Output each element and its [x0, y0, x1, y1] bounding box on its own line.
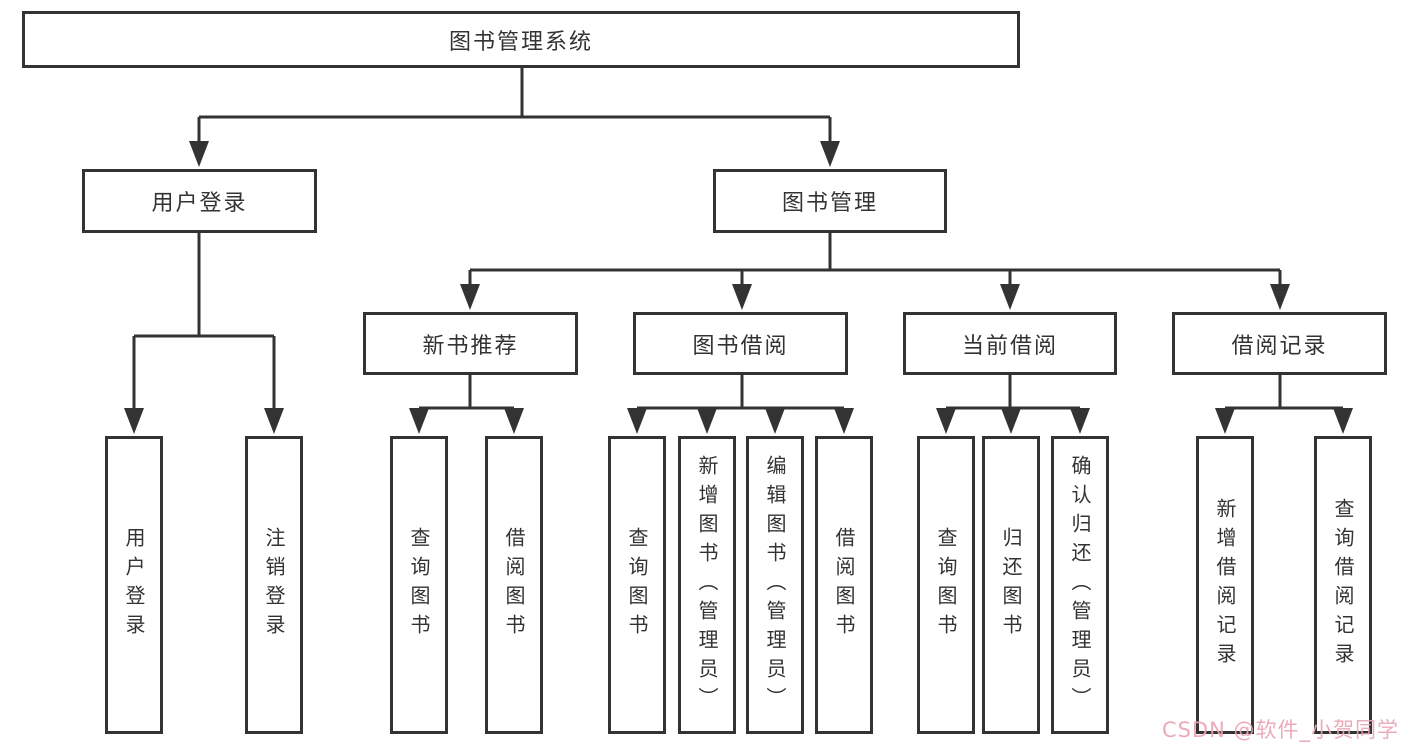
leaf-edit-books-admin: 编辑图书（管理员）: [746, 436, 804, 734]
leaf-query-books-recommend: 查询图书: [390, 436, 448, 734]
leaf-query-borrow-record: 查询借阅记录: [1314, 436, 1372, 734]
leaf-logout-login: 注销登录: [245, 436, 303, 734]
node-book-borrow: 图书借阅: [633, 312, 848, 375]
leaf-query-books-borrow: 查询图书: [608, 436, 666, 734]
node-current-borrow: 当前借阅: [903, 312, 1117, 375]
leaf-borrow-books: 借阅图书: [815, 436, 873, 734]
leaf-add-borrow-record: 新增借阅记录: [1196, 436, 1254, 734]
node-library-system: 图书管理系统: [22, 11, 1020, 68]
node-book-management: 图书管理: [713, 169, 947, 233]
leaf-user-login: 用户登录: [105, 436, 163, 734]
arrowheads: [124, 141, 1353, 434]
node-borrow-records: 借阅记录: [1172, 312, 1387, 375]
watermark: CSDN @软件_小贺同学: [1161, 718, 1399, 742]
leaf-return-books: 归还图书: [982, 436, 1040, 734]
leaf-borrow-books-recommend: 借阅图书: [485, 436, 543, 734]
node-user-login: 用户登录: [82, 169, 317, 233]
leaf-query-books-current: 查询图书: [917, 436, 975, 734]
leaf-confirm-return-admin: 确认归还（管理员）: [1051, 436, 1109, 734]
leaf-add-books-admin: 新增图书（管理员）: [678, 436, 736, 734]
node-new-book-recommend: 新书推荐: [363, 312, 578, 375]
